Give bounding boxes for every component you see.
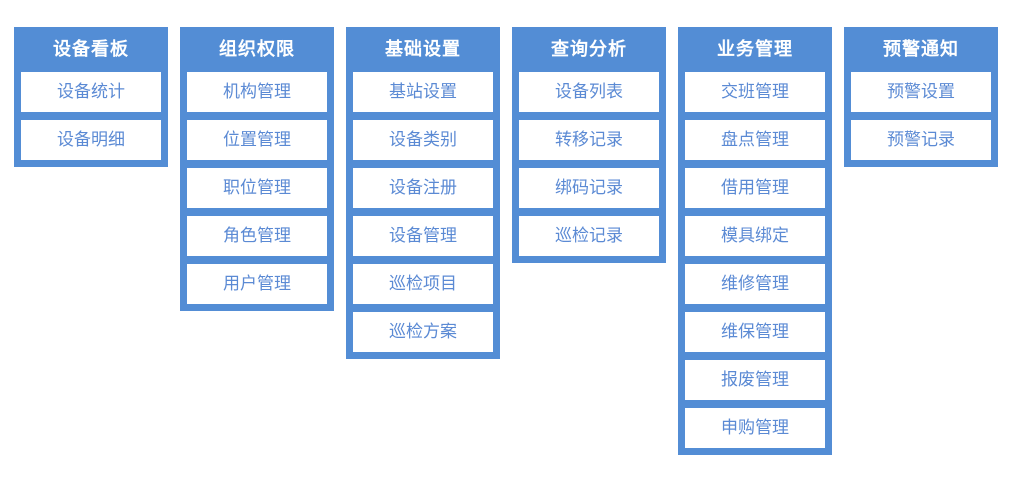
column-header-organization-permission: 组织权限 bbox=[219, 39, 295, 60]
menu-item-inspection-record[interactable]: 巡检记录 bbox=[519, 216, 659, 256]
menu-item-equipment-details[interactable]: 设备明细 bbox=[21, 120, 161, 160]
menu-item-mold-binding[interactable]: 模具绑定 bbox=[685, 216, 825, 256]
menu-column-business-management: 业务管理 交班管理 盘点管理 借用管理 模具绑定 维修管理 维保管理 报废管理 … bbox=[678, 27, 832, 455]
menu-item-inspection-item[interactable]: 巡检项目 bbox=[353, 264, 493, 304]
menu-item-purchase-request-management[interactable]: 申购管理 bbox=[685, 408, 825, 448]
menu-item-alarm-settings[interactable]: 预警设置 bbox=[851, 72, 991, 112]
menu-column-equipment-dashboard: 设备看板 设备统计 设备明细 bbox=[14, 27, 168, 167]
menu-item-equipment-statistics[interactable]: 设备统计 bbox=[21, 72, 161, 112]
column-header-basic-settings: 基础设置 bbox=[385, 39, 461, 60]
menu-item-transfer-record[interactable]: 转移记录 bbox=[519, 120, 659, 160]
menu-item-code-binding-record[interactable]: 绑码记录 bbox=[519, 168, 659, 208]
menu-column-query-analysis: 查询分析 设备列表 转移记录 绑码记录 巡检记录 bbox=[512, 27, 666, 263]
menu-item-position-management[interactable]: 职位管理 bbox=[187, 168, 327, 208]
column-items-business-management: 交班管理 盘点管理 借用管理 模具绑定 维修管理 维保管理 报废管理 申购管理 bbox=[685, 72, 825, 448]
menu-item-location-management[interactable]: 位置管理 bbox=[187, 120, 327, 160]
menu-item-base-station-settings[interactable]: 基站设置 bbox=[353, 72, 493, 112]
menu-item-shift-handover-management[interactable]: 交班管理 bbox=[685, 72, 825, 112]
menu-item-user-management[interactable]: 用户管理 bbox=[187, 264, 327, 304]
column-items-equipment-dashboard: 设备统计 设备明细 bbox=[21, 72, 161, 160]
menu-item-maintenance-management[interactable]: 维保管理 bbox=[685, 312, 825, 352]
menu-item-equipment-registration[interactable]: 设备注册 bbox=[353, 168, 493, 208]
menu-item-role-management[interactable]: 角色管理 bbox=[187, 216, 327, 256]
column-header-alarm-notification: 预警通知 bbox=[883, 39, 959, 60]
menu-item-borrowing-management[interactable]: 借用管理 bbox=[685, 168, 825, 208]
menu-item-alarm-record[interactable]: 预警记录 bbox=[851, 120, 991, 160]
column-header-equipment-dashboard: 设备看板 bbox=[53, 39, 129, 60]
menu-column-organization-permission: 组织权限 机构管理 位置管理 职位管理 角色管理 用户管理 bbox=[180, 27, 334, 311]
column-items-alarm-notification: 预警设置 预警记录 bbox=[851, 72, 991, 160]
menu-item-equipment-management[interactable]: 设备管理 bbox=[353, 216, 493, 256]
menu-item-equipment-category[interactable]: 设备类别 bbox=[353, 120, 493, 160]
menu-column-basic-settings: 基础设置 基站设置 设备类别 设备注册 设备管理 巡检项目 巡检方案 bbox=[346, 27, 500, 359]
column-items-query-analysis: 设备列表 转移记录 绑码记录 巡检记录 bbox=[519, 72, 659, 256]
menu-item-stocktaking-management[interactable]: 盘点管理 bbox=[685, 120, 825, 160]
menu-item-equipment-list[interactable]: 设备列表 bbox=[519, 72, 659, 112]
menu-item-inspection-plan[interactable]: 巡检方案 bbox=[353, 312, 493, 352]
menu-column-alarm-notification: 预警通知 预警设置 预警记录 bbox=[844, 27, 998, 167]
menu-item-scrap-management[interactable]: 报废管理 bbox=[685, 360, 825, 400]
column-header-query-analysis: 查询分析 bbox=[551, 39, 627, 60]
column-items-basic-settings: 基站设置 设备类别 设备注册 设备管理 巡检项目 巡检方案 bbox=[353, 72, 493, 352]
column-header-business-management: 业务管理 bbox=[717, 39, 793, 60]
menu-item-repair-management[interactable]: 维修管理 bbox=[685, 264, 825, 304]
column-items-organization-permission: 机构管理 位置管理 职位管理 角色管理 用户管理 bbox=[187, 72, 327, 304]
menu-item-institution-management[interactable]: 机构管理 bbox=[187, 72, 327, 112]
